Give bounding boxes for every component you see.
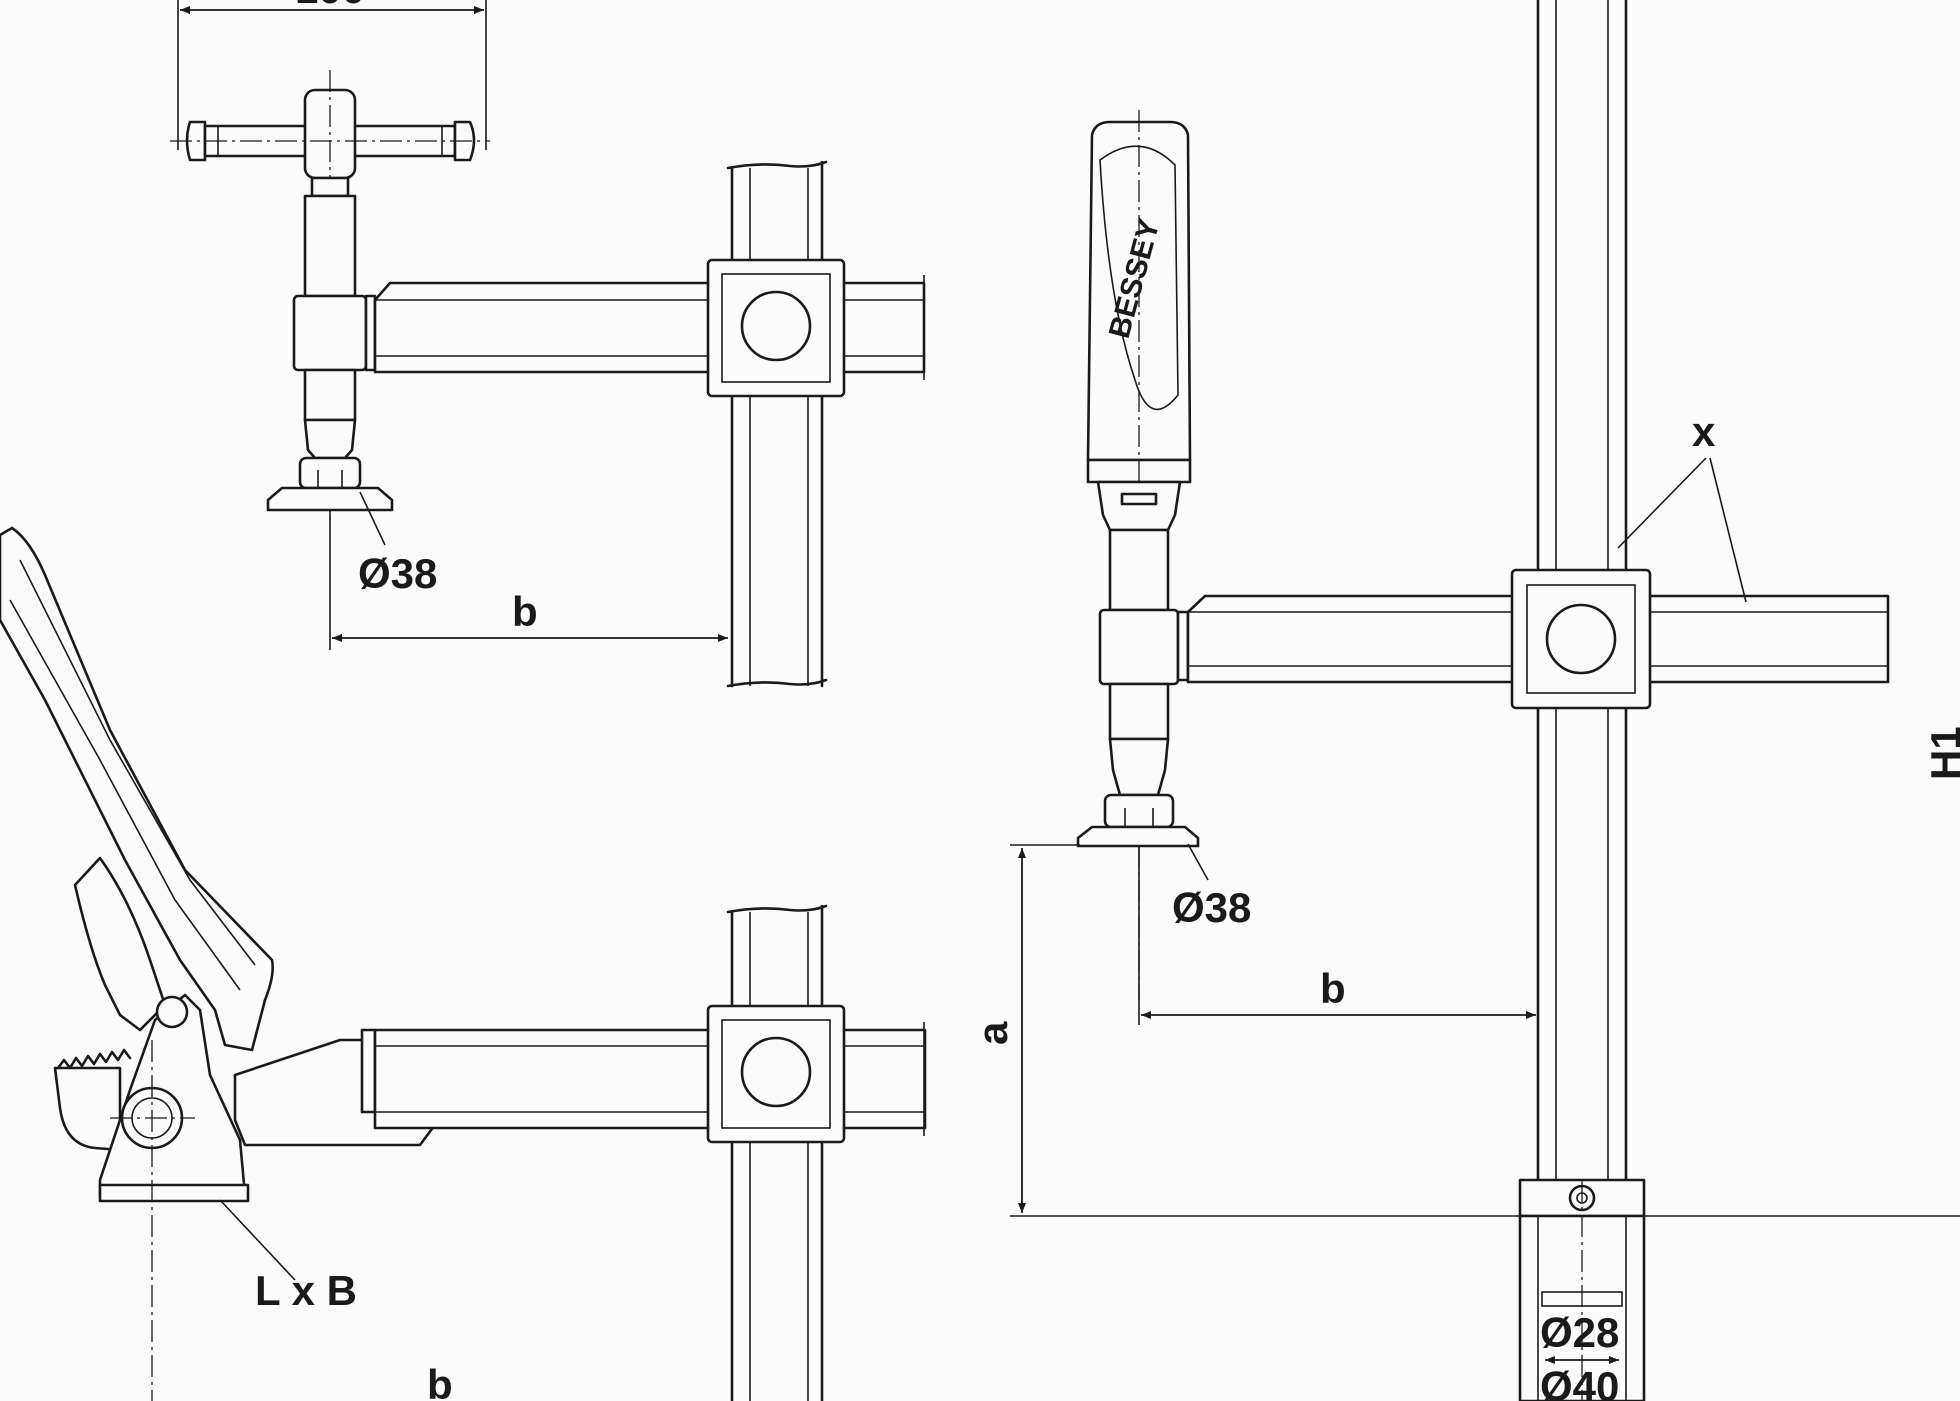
x-label: x — [1692, 408, 1716, 455]
diameter-28-label: Ø28 — [1540, 1309, 1619, 1356]
l-x-b-label: L x B — [255, 1267, 357, 1314]
sliding-block-right — [1510, 568, 1652, 710]
b-label-right: b — [1320, 965, 1346, 1012]
t-handle-clamp-assembly — [170, 0, 926, 688]
sliding-block-top-left — [706, 258, 846, 398]
handle-clamp-assembly: BESSEY — [1010, 0, 1960, 1401]
h1-label: H1 — [1922, 726, 1960, 780]
b-label-bottom-left: b — [427, 1361, 453, 1401]
spindle-top-left — [266, 176, 394, 512]
diameter-38-label-right: Ø38 — [1172, 884, 1251, 931]
width-100-label: 100 — [295, 0, 365, 12]
lever-clamp-assembly — [0, 526, 927, 1401]
diameter-38-label-left: Ø38 — [358, 550, 437, 597]
width-dimension — [177, 0, 487, 150]
vertical-column-top-left — [726, 160, 828, 688]
diameter-40-label: Ø40 — [1540, 1363, 1619, 1401]
column-collar — [1518, 1178, 1646, 1401]
a-label: a — [969, 1021, 1016, 1045]
b-label-top-left: b — [512, 588, 538, 635]
spindle-right — [1076, 480, 1200, 848]
bessey-handle: BESSEY — [1086, 110, 1192, 1000]
